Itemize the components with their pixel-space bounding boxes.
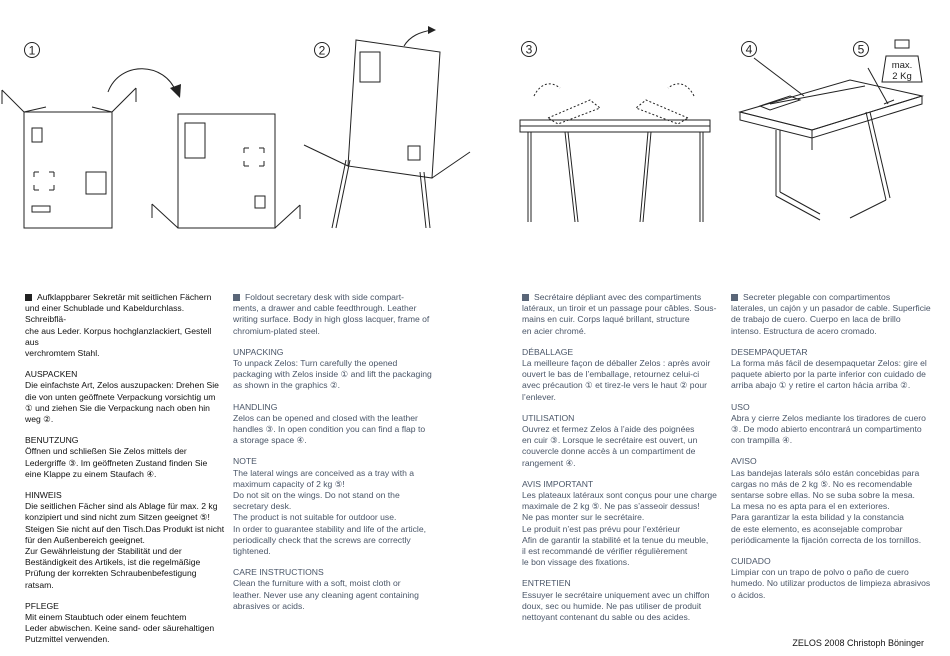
- section-text: Öffnen und schließen Sie Zelos mittels d…: [25, 446, 208, 479]
- step-1-badge: 1: [24, 42, 40, 58]
- weight-icon: max. 2 Kg: [881, 39, 923, 83]
- step-4-number: 4: [746, 43, 753, 57]
- section-heading: HANDLING: [233, 401, 278, 412]
- section-heading: USO: [731, 401, 750, 412]
- section-text: To unpack Zelos: Turn carefully the open…: [233, 358, 432, 391]
- square-bullet-icon: [731, 293, 738, 301]
- step-2-badge: 2: [314, 42, 330, 58]
- lift-arrow: [403, 29, 433, 47]
- section-text: Abra y cierre Zelos mediante los tirador…: [731, 412, 926, 446]
- section-heading: CARE INSTRUCTIONS: [233, 567, 324, 578]
- section-text: La meilleure façon de déballer Zelos : a…: [522, 358, 711, 402]
- column-french: Secrétaire dépliant avec des compartimen…: [522, 292, 722, 633]
- section-text: The lateral wings are conceived as a tra…: [233, 467, 426, 557]
- step-3-number: 3: [526, 43, 533, 57]
- section-text: Mit einem Staubtuch oder einem feuchtem …: [25, 612, 215, 645]
- weight-label-max: max.: [892, 60, 913, 71]
- intro-paragraph: Aufklappbarer Sekretär mit seitlichen Fä…: [25, 292, 225, 359]
- column-german: Aufklappbarer Sekretär mit seitlichen Fä…: [25, 292, 225, 656]
- section-heading: AVISO: [731, 456, 757, 467]
- section-text: Zelos can be opened and closed with the …: [233, 412, 426, 446]
- section-heading: UNPACKING: [233, 346, 284, 357]
- intro-paragraph: Foldout secretary desk with side compart…: [233, 292, 433, 337]
- step-1-number: 1: [29, 44, 36, 58]
- step-5-badge: 5: [853, 41, 869, 57]
- section-heading: BENUTZUNG: [25, 435, 79, 446]
- intro-paragraph: Secreter plegable con compartimentos lat…: [731, 292, 931, 337]
- step-3-badge: 3: [521, 41, 537, 57]
- section-text: Die einfachste Art, Zelos auszupacken: D…: [25, 380, 219, 425]
- section-heading: HINWEIS: [25, 490, 62, 501]
- intro-text: Secreter plegable con compartimentos lat…: [731, 292, 931, 336]
- section-text: La forma más fácil de desempaquetar Zelo…: [731, 358, 927, 391]
- weight-label-kg: 2 Kg: [892, 71, 912, 82]
- step-5-number: 5: [858, 43, 865, 57]
- open-desk-illustration: [519, 83, 711, 223]
- section-heading: CUIDADO: [731, 556, 771, 567]
- section-heading: NOTE: [233, 456, 257, 467]
- intro-text: Secrétaire dépliant avec des compartimen…: [522, 292, 717, 336]
- section-text: Essuyer le secrétaire uniquement avec un…: [522, 589, 710, 623]
- step-4-badge: 4: [741, 41, 757, 57]
- intro-paragraph: Secrétaire dépliant avec des compartimen…: [522, 292, 722, 337]
- section-heading: AVIS IMPORTANT: [522, 478, 594, 489]
- section-heading: AUSPACKEN: [25, 369, 78, 380]
- assembly-illustrations: 1 2 3 4 5: [1, 26, 924, 229]
- section-heading: DESEMPAQUETAR: [731, 346, 808, 357]
- intro-text: Foldout secretary desk with side compart…: [233, 292, 430, 336]
- section-text: Les plateaux latéraux sont conçus pour u…: [522, 490, 717, 568]
- column-english: Foldout secretary desk with side compart…: [233, 292, 433, 622]
- section-text: Clean the furniture with a soft, moist c…: [233, 578, 419, 611]
- lift-box-illustration: [303, 29, 471, 229]
- square-bullet-icon: [233, 293, 240, 301]
- section-text: Die seitlichen Fächer sind als Ablage fü…: [25, 501, 225, 590]
- open-desk-tray-illustration: [738, 57, 924, 221]
- section-heading: DÉBALLAGE: [522, 346, 574, 357]
- section-heading: PFLEGE: [25, 600, 59, 611]
- section-text: Ouvrez et fermez Zelos à l’aide des poig…: [522, 424, 698, 468]
- square-bullet-icon: [522, 293, 529, 301]
- flip-arrow: [107, 68, 177, 93]
- square-bullet-icon: [25, 293, 32, 301]
- section-text: Las bandejas laterals sólo están concebi…: [731, 467, 922, 545]
- section-heading: UTILISATION: [522, 412, 575, 423]
- section-text: Limpiar con un trapo de polvo o paño de …: [731, 567, 931, 600]
- footer-credit: ZELOS 2008 Christoph Böninger: [792, 638, 924, 648]
- step-2-number: 2: [319, 44, 326, 58]
- column-spanish: Secreter plegable con compartimentos lat…: [731, 292, 931, 611]
- unpack-box-illustration: [1, 87, 137, 229]
- section-heading: ENTRETIEN: [522, 578, 571, 589]
- intro-text: Aufklappbarer Sekretär mit seitlichen Fä…: [25, 292, 212, 359]
- flipped-box-illustration: [151, 113, 301, 229]
